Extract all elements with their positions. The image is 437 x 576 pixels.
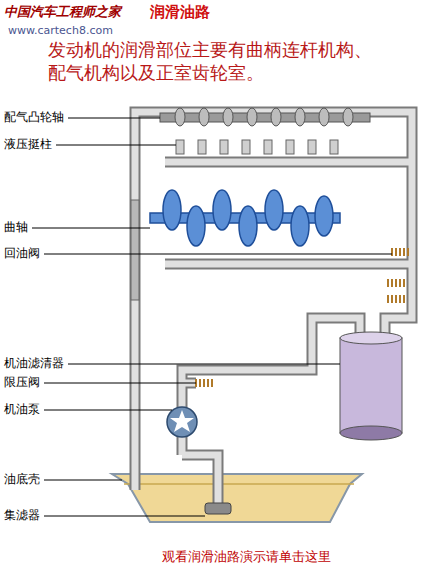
page-title: 润滑油路 — [150, 3, 210, 23]
part-label: 限压阀 — [4, 375, 40, 391]
oil-pump — [167, 407, 197, 437]
hydraulic-lifters — [176, 140, 338, 154]
oil-filter — [340, 332, 402, 440]
oil-surface — [124, 483, 354, 485]
part-label: 曲轴 — [4, 220, 28, 236]
url-watermark: www.cartech8.com — [8, 24, 113, 38]
pressure-limit-valve — [196, 379, 212, 387]
strainer — [205, 503, 231, 514]
return-valve — [388, 248, 408, 303]
description-note: 发动机的润滑部位主要有曲柄连杆机构、配气机构以及正室齿轮室。 — [48, 38, 388, 85]
oil-pipe — [135, 112, 412, 504]
camshaft — [160, 108, 370, 126]
part-label: 机油泵 — [4, 402, 40, 418]
oil-pipe-outline — [135, 112, 412, 504]
part-label: 集滤器 — [4, 508, 40, 524]
part-label: 油底壳 — [4, 472, 40, 488]
dipstick-tube — [131, 200, 139, 300]
leader-line — [32, 118, 392, 516]
brand-watermark: 中国汽车工程师之家 — [4, 4, 121, 21]
part-label: 回油阀 — [4, 246, 40, 262]
crankshaft — [150, 190, 340, 246]
part-label: 机油滤清器 — [4, 356, 64, 372]
demo-caption: 观看润滑油路演示请单击这里 — [162, 549, 331, 566]
part-label: 液压挺柱 — [4, 137, 52, 153]
oil-pan — [112, 474, 362, 522]
part-label: 配气凸轮轴 — [4, 110, 64, 126]
